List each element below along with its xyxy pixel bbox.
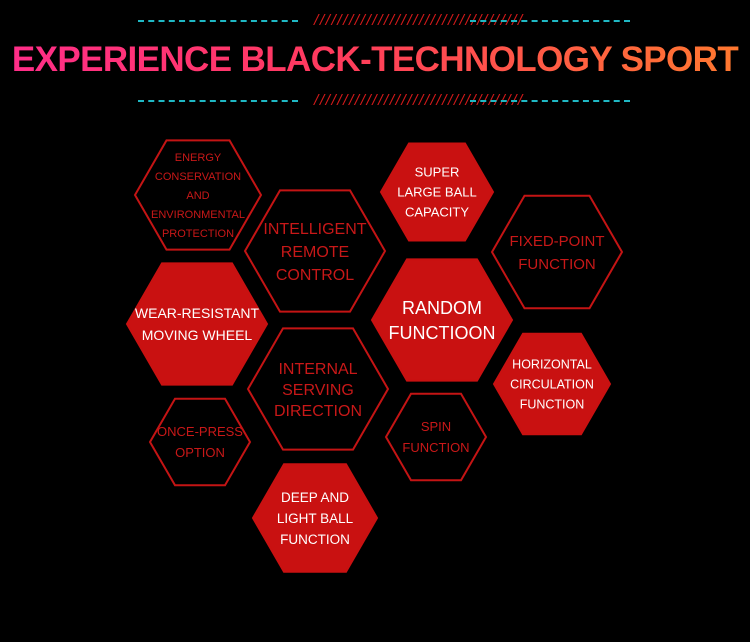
- feature-label-line: AND: [186, 190, 209, 202]
- feature-label-line: REMOTE: [281, 244, 349, 261]
- hexagon-shape: [125, 262, 269, 386]
- feature-label-line: FUNCTION: [520, 398, 585, 412]
- feature-hexagon-fixed: FIXED-POINT FUNCTION: [490, 194, 624, 310]
- top-slash-decoration: ////////////////////////////////////: [313, 13, 525, 28]
- hexagon-shape: [133, 139, 263, 251]
- page-title: EXPERIENCE BLACK-TECHNOLOGY SPORT: [0, 36, 750, 84]
- top-left-dashed-line: [138, 20, 298, 22]
- feature-label-line: OPTION: [175, 445, 225, 460]
- feature-hexagon-internal: INTERNAL SERVING DIRECTION: [246, 327, 390, 451]
- feature-hexagon-deep: DEEP AND LIGHT BALL FUNCTION: [251, 463, 379, 573]
- feature-label-line: LIGHT BALL: [277, 511, 354, 526]
- feature-label-line: CAPACITY: [405, 205, 469, 220]
- feature-label-line: FUNCTION: [280, 532, 350, 547]
- hexagon-shape: [246, 327, 390, 451]
- feature-label-line: SUPER: [415, 165, 460, 180]
- feature-hexagon-horizontal: HORIZONTAL CIRCULATION FUNCTION: [492, 332, 612, 436]
- feature-label-line: DIRECTION: [274, 403, 362, 420]
- feature-label-line: FUNCTION: [518, 256, 596, 273]
- hexagon-shape: [243, 189, 387, 313]
- feature-hexagon-energy: ENERGY CONSERVATION AND ENVIRONMENTAL PROTEC…: [133, 139, 263, 251]
- feature-label-line: CONTROL: [276, 267, 354, 284]
- hexagon-shape: [370, 258, 514, 382]
- feature-label-line: INTERNAL: [278, 361, 357, 378]
- feature-label-line: INTELLIGENT: [263, 221, 366, 238]
- feature-label-line: PROTECTION: [162, 228, 234, 240]
- hexagon-shape: [492, 332, 612, 436]
- feature-label-line: LARGE BALL: [397, 185, 477, 200]
- hexagon-shape: [384, 392, 488, 482]
- feature-label-line: HORIZONTAL: [512, 358, 592, 372]
- hexagon-shape: [251, 463, 379, 573]
- feature-label-line: FIXED-POINT: [509, 233, 604, 250]
- feature-hexagon-super: SUPER LARGE BALL CAPACITY: [379, 142, 495, 242]
- feature-label-line: FUNCTION: [402, 440, 469, 455]
- hexagon-shape: [148, 397, 252, 487]
- top-right-dashed-line: [470, 20, 630, 22]
- feature-label-line: CIRCULATION: [510, 378, 594, 392]
- bottom-slash-decoration: ////////////////////////////////////: [313, 93, 525, 108]
- feature-label-line: CONSERVATION: [155, 171, 241, 183]
- feature-label-line: ENVIRONMENTAL: [151, 209, 245, 221]
- feature-label-line: FUNCTIOON: [389, 323, 496, 343]
- feature-hexagon-spin: SPIN FUNCTION: [384, 392, 488, 482]
- feature-hexagon-wear: WEAR-RESISTANT MOVING WHEEL: [125, 262, 269, 386]
- hexagon-shape: [379, 142, 495, 242]
- bottom-left-dashed-line: [138, 100, 298, 102]
- feature-label-line: DEEP AND: [281, 490, 349, 505]
- feature-hexagon-random: RANDOM FUNCTIOON: [370, 258, 514, 382]
- feature-hexagon-once: ONCE-PRESS OPTION: [148, 397, 252, 487]
- feature-hexagon-intelligent: INTELLIGENT REMOTE CONTROL: [243, 189, 387, 313]
- feature-label-line: WEAR-RESISTANT: [135, 305, 260, 321]
- feature-label-line: SERVING: [282, 382, 354, 399]
- feature-label-line: ONCE-PRESS: [157, 424, 243, 439]
- bottom-right-dashed-line: [470, 100, 630, 102]
- feature-label-line: ENERGY: [175, 152, 222, 164]
- feature-label-line: SPIN: [421, 419, 451, 434]
- feature-label-line: MOVING WHEEL: [142, 327, 253, 343]
- hexagon-shape: [490, 194, 624, 310]
- feature-label-line: RANDOM: [402, 298, 482, 318]
